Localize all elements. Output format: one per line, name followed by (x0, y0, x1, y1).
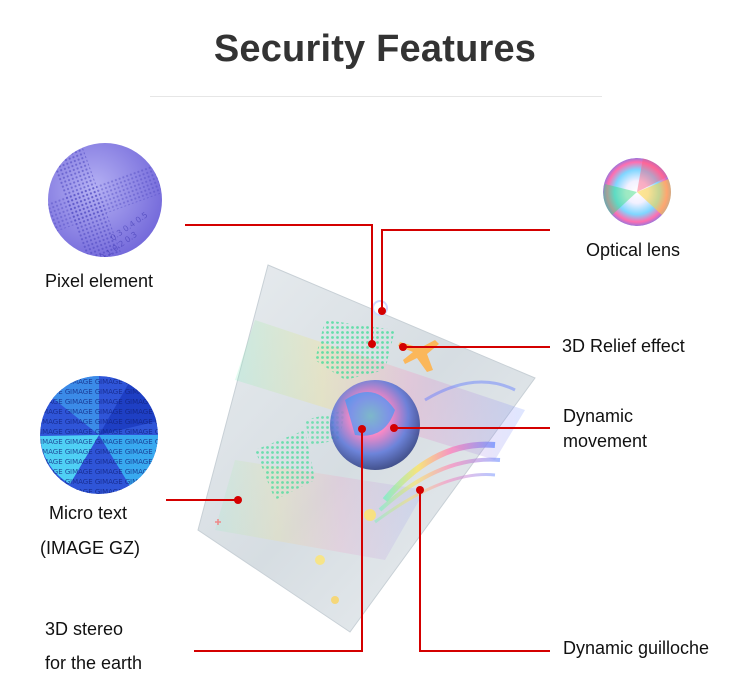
guilloche-leader-v (419, 490, 421, 651)
optical-lens-marker (378, 307, 386, 315)
dynamic-guilloche-label: Dynamic guilloche (563, 638, 710, 658)
pixel-element-leader-v (371, 224, 373, 344)
micro-text-sublabel: (IMAGE GZ) (40, 538, 140, 558)
stereo-earth-label: 3D stereo (45, 619, 124, 639)
dynamic-movement-sublabel: movement (563, 431, 648, 451)
relief-leader (403, 346, 550, 348)
relief-marker (399, 343, 407, 351)
pixel-element-marker (368, 340, 376, 348)
movement-marker (390, 424, 398, 432)
movement-leader (394, 427, 550, 429)
page-title: Security Features (213, 28, 537, 70)
micro-text-marker (234, 496, 242, 504)
optical-lens-leader-h (381, 229, 550, 231)
pixel-element-label: Pixel element (45, 271, 154, 291)
hologram-sticker (195, 260, 540, 640)
earth-leader-v (361, 429, 363, 652)
stereo-earth-sublabel: for the earth (45, 653, 143, 673)
earth-marker (358, 425, 366, 433)
micro-text-label: Micro text (49, 503, 128, 523)
dynamic-movement-label: Dynamic (563, 406, 634, 426)
pixel-element-leader-h (185, 224, 372, 226)
optical-lens-icon (603, 158, 671, 226)
optical-lens-leader-v (381, 229, 383, 311)
earth-leader-h (194, 650, 362, 652)
guilloche-leader-h (419, 650, 550, 652)
relief-effect-label: 3D Relief effect (562, 336, 685, 356)
optical-lens-label: Optical lens (586, 240, 681, 260)
micro-text-icon: IMAGE GZ (40, 376, 158, 494)
guilloche-marker (416, 486, 424, 494)
micro-text-leader (166, 499, 238, 501)
pixel-element-icon: 0.3 0.4 0.5 0.1 0.2 0.3 (48, 143, 162, 257)
title-divider (150, 96, 602, 97)
